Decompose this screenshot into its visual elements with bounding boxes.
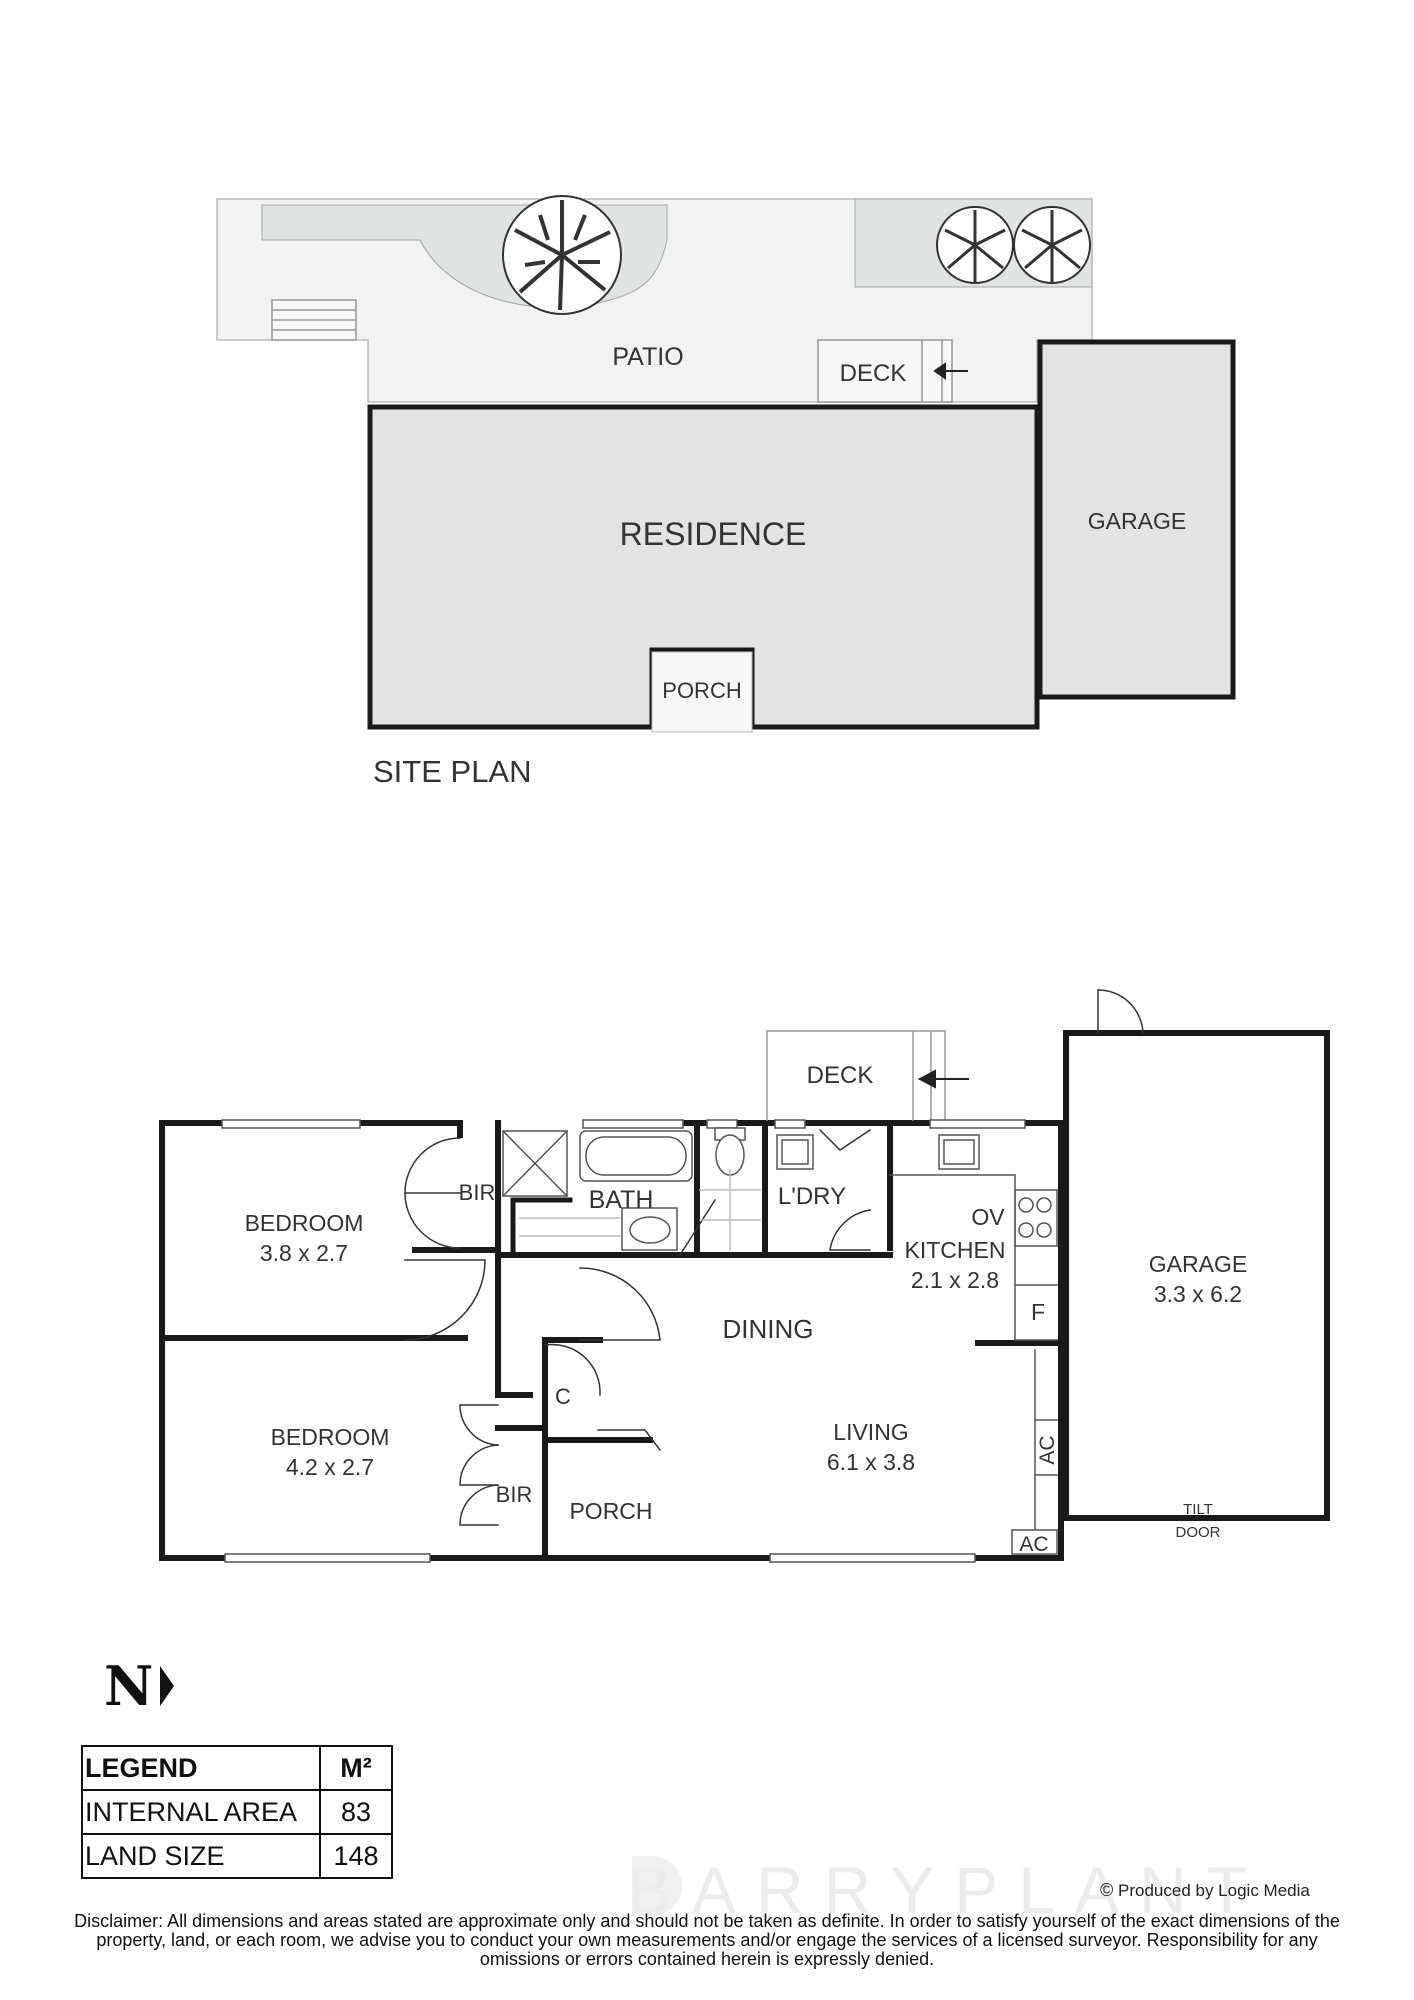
internal-area-value: 83 [319,1789,393,1835]
legend-header-label: LEGEND [81,1745,321,1791]
patio-label: PATIO [612,343,683,371]
north-arrow-icon [160,1666,174,1706]
residence-block [367,404,1040,730]
porch-label: PORCH [569,1498,652,1524]
table-row: INTERNAL AREA 83 [81,1789,393,1835]
garage-name: GARAGE [1149,1251,1247,1277]
entry-arrow-icon [933,362,968,380]
floor-plan-labels: BEDROOM 3.8 x 2.7 BEDROOM 4.2 x 2.7 BIR … [245,1062,1248,1556]
oven-label: OV [971,1204,1005,1230]
kitchen-name: KITCHEN [905,1237,1006,1263]
kitchen-dim: 2.1 x 2.8 [911,1267,999,1293]
deck-entry-arrow-icon [917,1069,969,1089]
credit-line: © Produced by Logic Media [1100,1880,1310,1901]
tree-icon [502,195,622,315]
bir1-label: BIR [459,1180,496,1205]
site-deck-label: DECK [840,360,907,387]
site-deck [817,339,953,403]
site-plan: PATIO DECK RESIDENCE GARAGE PORCH SITE P… [216,195,1236,789]
dining-label: DINING [723,1314,814,1344]
tilt-label: TILT [1183,1501,1213,1518]
site-garage [1037,339,1236,700]
bedroom1-name: BEDROOM [245,1210,364,1236]
laundry-label: L'DRY [778,1183,846,1210]
bedroom2-name: BEDROOM [271,1424,390,1450]
land-size-value: 148 [319,1833,393,1879]
tree-icon [936,206,1014,284]
bir2-label: BIR [496,1482,533,1507]
credit-text: Produced by Logic Media [1118,1881,1310,1900]
floor-deck [766,1030,946,1121]
legend-header-unit: M² [319,1745,393,1791]
legend-header-row: LEGEND M² [81,1745,393,1791]
north-label: N [104,1654,154,1718]
legend-table: LEGEND M² INTERNAL AREA 83 LAND SIZE 148 [81,1745,393,1879]
floor-plan [159,989,1330,1563]
site-garage-label: GARAGE [1088,508,1186,534]
disclaimer-text: Disclaimer: All dimensions and areas sta… [74,1911,1340,1969]
watermark-text: BARRYPLANT [628,1853,1267,1927]
cupboard-label: C [555,1384,571,1409]
internal-area-label: INTERNAL AREA [81,1789,321,1835]
doors [404,989,1144,1526]
steps [271,299,357,341]
deck-label: DECK [807,1062,874,1089]
door-label: DOOR [1176,1524,1221,1541]
site-porch [651,651,753,733]
ac-label-corner: AC [1019,1533,1048,1556]
windows [221,1119,1026,1563]
bedroom1-dim: 3.8 x 2.7 [260,1240,348,1266]
site-porch-label: PORCH [662,678,741,703]
site-plan-title: SITE PLAN [373,754,532,789]
living-name: LIVING [833,1419,908,1445]
garage-dim: 3.3 x 6.2 [1154,1281,1242,1307]
residence-label: RESIDENCE [620,516,807,552]
land-size-label: LAND SIZE [81,1833,321,1879]
fridge-label: F [1031,1299,1045,1325]
copyright-icon: © [1100,1880,1114,1900]
tree-icon [1013,206,1091,284]
bedroom2-dim: 4.2 x 2.7 [286,1454,374,1480]
watermark-logo-icon [632,1856,682,1916]
bath-label: BATH [589,1186,654,1214]
fixtures [501,1127,1058,1555]
table-row: LAND SIZE 148 [81,1833,393,1879]
ac-label-wall: AC [1036,1435,1059,1464]
living-dim: 6.1 x 3.8 [827,1449,915,1475]
bedroom-walls [159,1120,548,1561]
